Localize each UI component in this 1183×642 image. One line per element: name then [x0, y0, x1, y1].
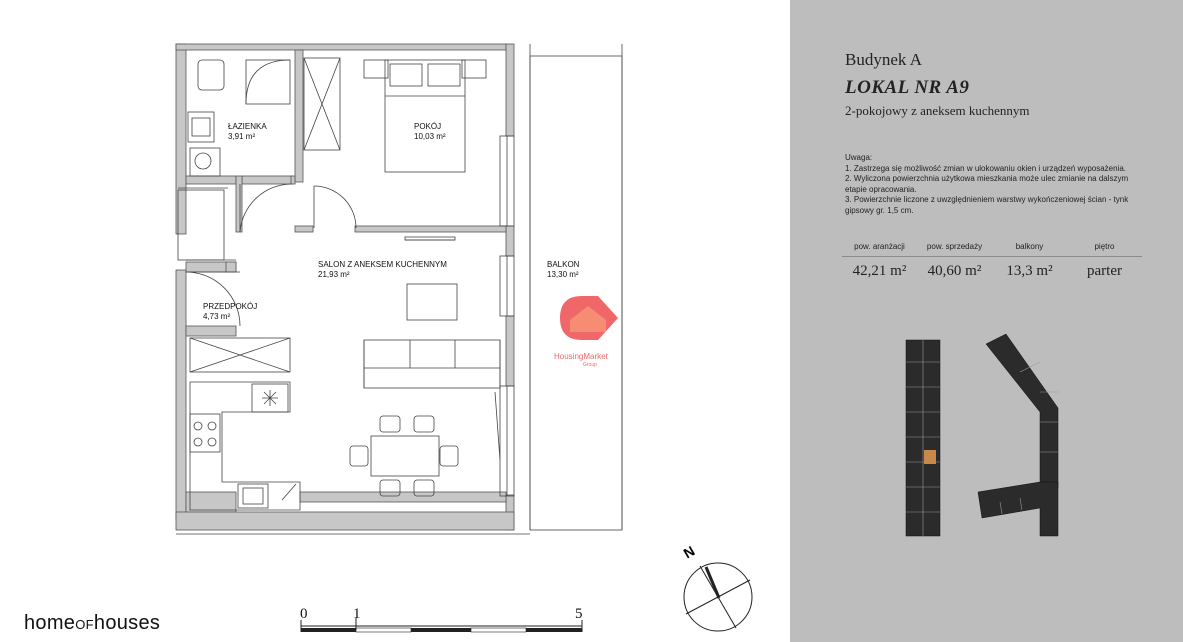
scale-bar [300, 618, 583, 633]
notes: Uwaga: 1. Zastrzega się możliwość zmian … [845, 153, 1145, 216]
compass-icon [683, 562, 753, 632]
room-name: POKÓJ [414, 122, 442, 131]
stat-header: pow. sprzedaży [926, 242, 983, 251]
housingmarket-logo-icon [560, 296, 618, 340]
room-name: SALON Z ANEKSEM KUCHENNYM [318, 260, 447, 269]
stats-value-row: 42,21 m² 40,60 m² 13,3 m² parter [842, 263, 1142, 280]
scale-label-1: 1 [353, 606, 361, 622]
room-label-przedpokoj: PRZEDPOKÓJ 4,73 m² [203, 302, 257, 322]
room-label-pokoj: POKÓJ 10,03 m² [414, 122, 446, 142]
plan-lines [176, 44, 623, 535]
brand-part1: home [24, 612, 76, 634]
brand-part2: OF [75, 617, 94, 632]
room-area: 4,73 m² [203, 312, 231, 321]
room-label-lazienka: ŁAZIENKA 3,91 m² [228, 122, 267, 142]
unit-description: 2-pokojowy z aneksem kuchennym [845, 103, 1030, 118]
watermark-text: HousingMarket [554, 352, 608, 361]
stat-value: 13,3 m² [1006, 263, 1053, 279]
stat-header: pow. aranżacji [854, 242, 905, 251]
room-area: 3,91 m² [228, 132, 256, 141]
scale-label-0: 0 [300, 606, 308, 622]
room-area: 10,03 m² [414, 132, 446, 141]
room-area: 13,30 m² [547, 270, 579, 279]
stat-value: 40,60 m² [927, 263, 982, 279]
walls [175, 43, 515, 531]
room-name: ŁAZIENKA [228, 122, 267, 131]
note-item: 2. Wyliczona powierzchnia użytkowa miesz… [845, 174, 1129, 194]
stat-value: 42,21 m² [852, 263, 907, 279]
building-name: Budynek A [845, 50, 922, 69]
info-panel: Budynek A LOKAL NR A9 2-pokojowy z aneks… [790, 0, 1183, 642]
area-stats: pow. aranżacji pow. sprzedaży balkony pi… [842, 242, 1142, 280]
room-label-salon: SALON Z ANEKSEM KUCHENNYM 21,93 m² [318, 260, 447, 280]
stat-value: parter [1087, 263, 1122, 279]
note-item: 1. Zastrzega się możliwość zmian w uloko… [845, 163, 1127, 173]
building-key-plan [905, 333, 1059, 537]
stats-header-row: pow. aranżacji pow. sprzedaży balkony pi… [842, 242, 1142, 251]
brand-part3: houses [93, 612, 161, 634]
floor-plan-area: ŁAZIENKA 3,91 m² POKÓJ 10,03 m² SALON Z … [24, 43, 753, 635]
notes-title: Uwaga: [845, 153, 873, 162]
stat-header: balkony [1015, 242, 1044, 251]
scale-label-5: 5 [575, 606, 583, 622]
room-name: PRZEDPOKÓJ [203, 302, 258, 311]
unit-title: LOKAL NR A9 [845, 77, 970, 98]
room-label-balkon: BALKON 13,30 m² [547, 260, 579, 280]
stats-divider [842, 256, 1142, 257]
room-name: BALKON [547, 260, 580, 269]
floor-plan [175, 43, 753, 633]
unit-highlight [924, 450, 936, 464]
stat-header: piętro [1094, 242, 1115, 251]
brand-logo: homeOFhouses [24, 612, 160, 635]
watermark-sub: Group [583, 362, 597, 368]
room-area: 21,93 m² [318, 270, 350, 279]
note-item: 3. Powierzchnie liczone z uwzględnieniem… [845, 195, 1129, 215]
